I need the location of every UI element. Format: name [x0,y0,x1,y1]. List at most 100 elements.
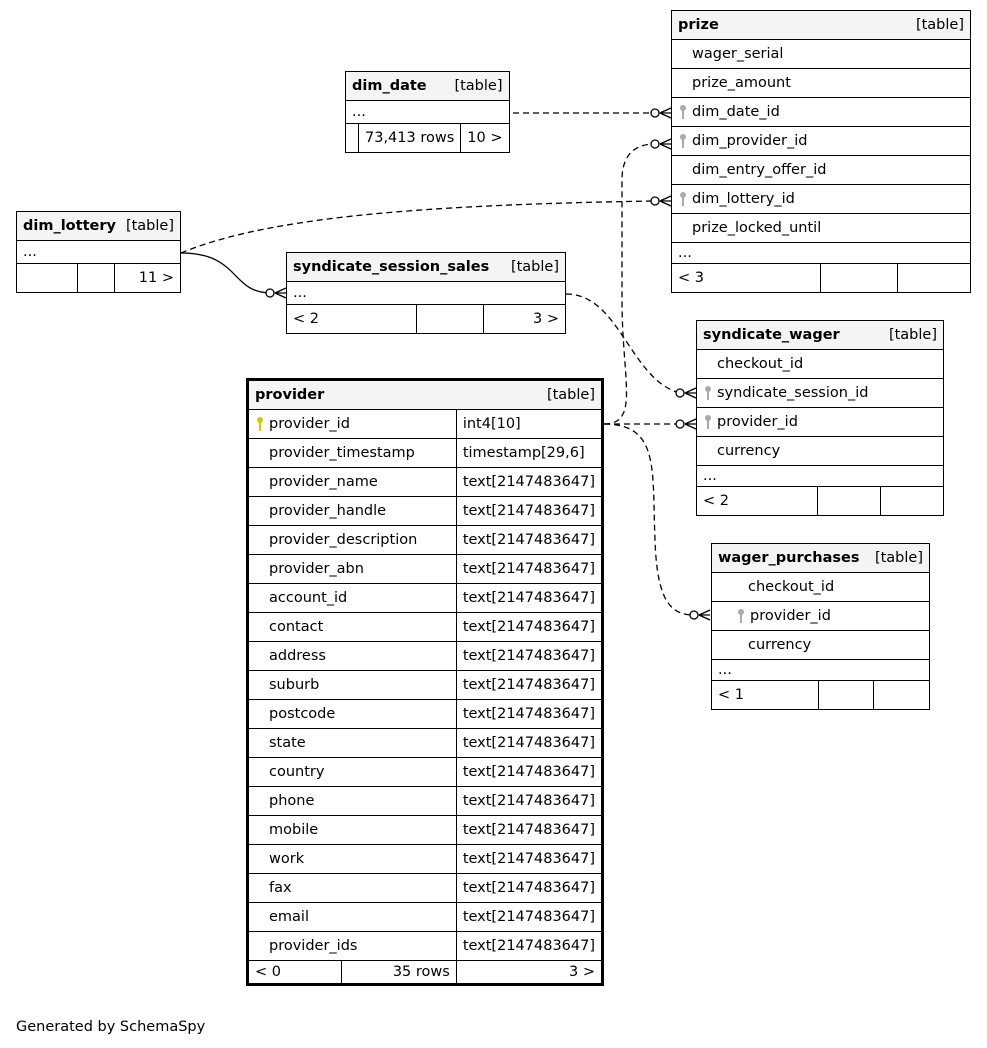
row-count: 35 rows [341,960,457,985]
crowfoot-ends [265,107,711,621]
row-count [820,263,898,293]
column-type: text[2147483647] [455,757,604,787]
column-name: provider_timestamp [269,445,415,461]
children-count: 11 > [114,263,181,293]
column-type: text[2147483647] [455,728,604,758]
column-type: text[2147483647] [455,815,604,845]
table-tag: [table] [454,78,503,94]
column-row[interactable]: wager_serial [671,39,971,69]
column-name: checkout_id [717,356,804,372]
table-wager-purchases[interactable]: wager_purchases[table] checkout_id provi… [711,543,930,710]
rel-dim-lottery-prize [180,200,656,254]
column-row[interactable]: currency [711,630,930,660]
column-name: account_id [269,590,348,606]
column-row[interactable]: dim_provider_id [671,126,971,156]
column-type: text[2147483647] [455,931,604,961]
column-row[interactable]: address [247,641,457,671]
parents-count: < 3 [671,263,821,293]
column-row[interactable]: state [247,728,457,758]
column-row[interactable]: provider_description [247,525,457,555]
column-row[interactable]: provider_id [696,407,944,437]
table-header[interactable]: syndicate_session_sales[table] [286,252,566,282]
column-row[interactable]: currency [696,436,944,466]
table-dim-date[interactable]: dim_date[table] ... 73,413 rows 10 > [345,71,510,153]
column-name: email [269,909,309,925]
table-prize[interactable]: prize[table] wager_serial prize_amount d… [671,10,971,293]
column-row[interactable]: provider_id [247,409,457,439]
column-name: currency [748,637,812,653]
table-name: dim_date [352,78,427,94]
column-name: country [269,764,325,780]
column-row[interactable]: prize_locked_until [671,213,971,243]
column-row[interactable]: dim_entry_offer_id [671,155,971,185]
column-name: provider_abn [269,561,364,577]
column-name: provider_id [750,608,831,624]
column-row[interactable]: dim_date_id [671,97,971,127]
table-name: prize [678,17,719,33]
column-row[interactable]: mobile [247,815,457,845]
column-type: text[2147483647] [455,699,604,729]
table-header[interactable]: prize[table] [671,10,971,40]
row-count [416,304,484,334]
column-row[interactable]: dim_lottery_id [671,184,971,214]
foreign-key-icon [738,609,744,623]
table-provider[interactable]: provider[table] provider_id int4[10] pro… [246,378,604,986]
column-type: text[2147483647] [455,496,604,526]
row-count: 73,413 rows [357,123,462,153]
table-name: syndicate_wager [703,327,840,343]
table-syndicate-wager[interactable]: syndicate_wager[table] checkout_id syndi… [696,320,944,516]
column-row[interactable]: account_id [247,583,457,613]
column-row[interactable]: syndicate_session_id [696,378,944,408]
primary-key-icon [257,417,263,431]
column-row[interactable]: provider_name [247,467,457,497]
table-tag: [table] [874,550,923,566]
table-header[interactable]: dim_date [table] [345,71,510,101]
column-row[interactable]: provider_handle [247,496,457,526]
column-row[interactable]: phone [247,786,457,816]
foreign-key-icon [705,415,711,429]
foreign-key-icon [680,192,686,206]
column-row[interactable]: suburb [247,670,457,700]
children-count: 3 > [483,304,566,334]
column-name: phone [269,793,315,809]
row-count [818,680,874,710]
column-type: text[2147483647] [455,641,604,671]
column-row[interactable]: prize_amount [671,68,971,98]
column-row[interactable]: work [247,844,457,874]
generated-by-footer: Generated by SchemaSpy [16,1019,206,1035]
column-row[interactable]: country [247,757,457,787]
column-row[interactable]: provider_ids [247,931,457,961]
table-header[interactable]: dim_lottery[table] [16,211,181,241]
column-row[interactable]: provider_id [711,601,930,631]
column-name: provider_id [717,414,798,430]
table-header[interactable]: wager_purchases[table] [711,543,930,573]
column-row[interactable]: checkout_id [696,349,944,379]
table-syndicate-session-sales[interactable]: syndicate_session_sales[table] ... < 2 3… [286,252,566,334]
column-type: text[2147483647] [455,873,604,903]
column-name: wager_serial [692,46,784,62]
table-header[interactable]: provider[table] [247,379,603,410]
table-header[interactable]: syndicate_wager[table] [696,320,944,350]
parents-count: < 2 [696,486,818,516]
column-row[interactable]: email [247,902,457,932]
column-row[interactable]: fax [247,873,457,903]
column-name: prize_amount [692,75,791,91]
column-name: fax [269,880,292,896]
column-name: currency [717,443,781,459]
table-dim-lottery[interactable]: dim_lottery[table] ... 11 > [16,211,181,293]
column-row[interactable]: postcode [247,699,457,729]
table-name: dim_lottery [23,218,116,234]
column-name: prize_locked_until [692,220,822,236]
column-type: timestamp[29,6] [455,438,604,468]
column-row[interactable]: provider_timestamp [247,438,457,468]
column-type: text[2147483647] [455,467,604,497]
column-row[interactable]: provider_abn [247,554,457,584]
column-name: contact [269,619,324,635]
column-row[interactable]: contact [247,612,457,642]
foreign-key-icon [680,134,686,148]
column-name: dim_entry_offer_id [692,162,827,178]
table-tag: [table] [510,259,559,275]
parents-count [345,123,359,153]
column-row[interactable]: checkout_id [711,572,930,602]
